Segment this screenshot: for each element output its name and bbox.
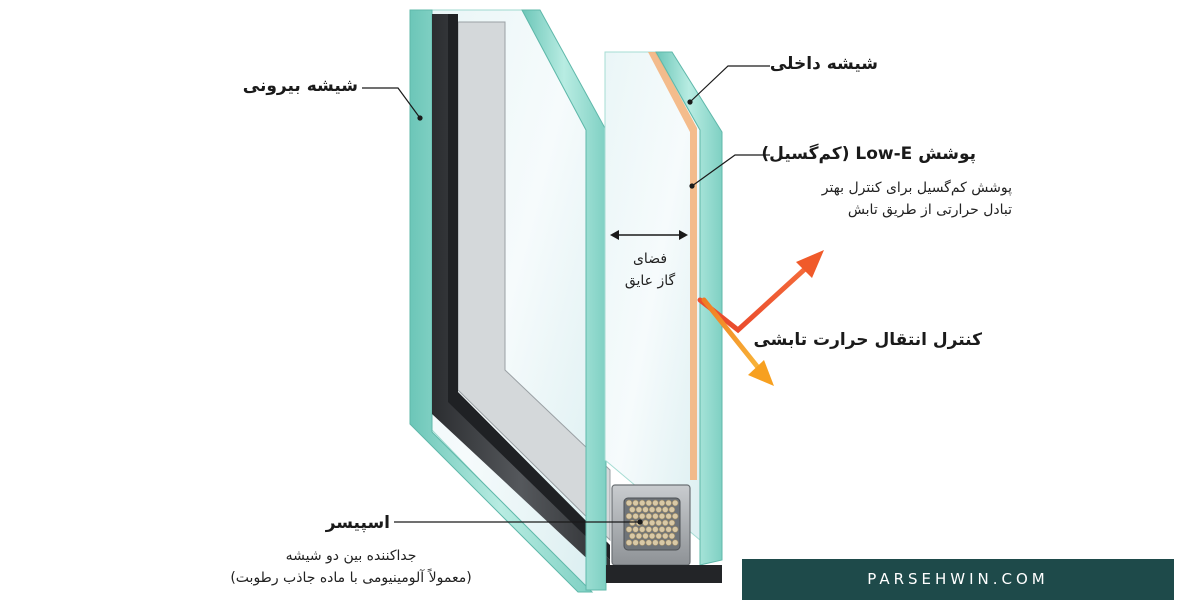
desiccant-bead <box>642 532 649 540</box>
desiccant-bead <box>671 512 679 520</box>
label-spacer-desc-1: جداکننده بین دو شیشه <box>285 548 417 564</box>
frame-seal-band <box>448 14 610 560</box>
desiccant-bead <box>629 519 636 526</box>
desiccant-bead <box>648 532 656 540</box>
desiccant-bead <box>665 499 672 507</box>
desiccant-bead <box>638 526 646 533</box>
label-lowe-title: پوشش Low-E (کم‌گسیل) <box>761 144 976 164</box>
desiccant-bead <box>629 532 636 540</box>
radiant-heat-arrows <box>697 250 824 386</box>
frame-profile <box>432 14 610 580</box>
footer-brand-bar: PARSEHWIN.COM <box>742 559 1174 600</box>
desiccant-bead <box>645 499 652 507</box>
callout-leaders <box>362 65 770 525</box>
desiccant-bead <box>658 539 666 546</box>
desiccant-bead <box>665 539 672 546</box>
desiccant-bead <box>645 539 652 546</box>
label-gas-gap-line-2: گاز عایق <box>624 273 676 289</box>
desiccant-bead <box>671 526 679 533</box>
desiccant-bead <box>662 506 669 513</box>
desiccant-bead <box>665 512 672 520</box>
leader-outer-glass <box>362 87 421 119</box>
desiccant-bead <box>652 526 659 533</box>
label-inner-glass: شیشه داخلی <box>769 54 878 74</box>
desiccant-bead <box>652 512 659 520</box>
desiccant-bead <box>668 532 676 540</box>
label-outer-glass: شیشه بیرونی <box>242 76 358 96</box>
desiccant-bead <box>655 506 662 513</box>
label-spacer-title: اسپیسر <box>325 513 390 533</box>
inner-glass-face <box>604 51 701 542</box>
leader-lowe <box>691 154 770 187</box>
label-lowe-desc-2: تبادل حرارتی از طریق تابش <box>847 202 1012 218</box>
desiccant-bead <box>635 506 643 513</box>
label-gas-gap-line-1: فضای <box>632 251 668 267</box>
leader-spacer-dot <box>637 519 643 525</box>
desiccant-bead <box>625 539 633 546</box>
desiccant-bead <box>625 512 633 520</box>
desiccant-bead <box>668 519 676 526</box>
desiccant-bead <box>625 526 633 533</box>
desiccant-bead <box>655 519 662 526</box>
inner-glass-edge <box>655 51 723 566</box>
desiccant-bead <box>668 506 676 513</box>
leader-lowe-dot <box>689 183 695 189</box>
desiccant-bead <box>648 506 656 513</box>
desiccant-bead <box>638 539 646 546</box>
desiccant-bead <box>671 539 679 546</box>
leader-outer-glass-dot <box>417 115 423 121</box>
desiccant-bead <box>662 532 669 540</box>
footer-site-url: PARSEHWIN.COM <box>867 570 1049 588</box>
desiccant-bead <box>658 499 666 507</box>
desiccant-bead <box>671 499 679 507</box>
desiccant-bead <box>652 499 659 507</box>
lowe-coating-stripe <box>648 52 697 480</box>
leader-inner-glass-dot <box>687 99 693 105</box>
desiccant-bead <box>658 512 666 520</box>
desiccant-bead <box>632 526 639 533</box>
desiccant-bead <box>629 506 636 513</box>
outer-glass-bevel <box>521 9 607 591</box>
desiccant-bead <box>632 539 639 546</box>
desiccant-bead <box>655 532 662 540</box>
desiccant-bead <box>665 526 672 533</box>
desiccant-bead <box>638 499 646 507</box>
desiccant-beads <box>625 499 679 546</box>
desiccant-bead <box>635 532 643 540</box>
label-spacer-desc-2: (معمولاً آلومینیومی با ماده جاذب رطوبت) <box>230 570 472 586</box>
desiccant-bead <box>645 526 652 533</box>
label-lowe-desc-1: پوشش کم‌گسیل برای کنترل بهتر <box>821 180 1012 196</box>
gas-gap-dimension <box>610 230 688 240</box>
desiccant-bead <box>662 519 669 526</box>
desiccant-bead <box>642 519 649 526</box>
desiccant-bead <box>632 499 639 507</box>
spacer-base-seal <box>606 565 722 583</box>
desiccant-bead <box>652 539 659 546</box>
desiccant-bead <box>625 499 633 507</box>
leader-inner-glass <box>689 65 770 103</box>
outer-glass-edge <box>409 9 594 593</box>
desiccant-bead <box>642 506 649 513</box>
desiccant-bead <box>648 519 656 526</box>
desiccant-bead <box>658 526 666 533</box>
desiccant-bead <box>632 512 639 520</box>
desiccant-bead <box>638 512 646 520</box>
label-radiant-control: کنترل انتقال حرارت تابشی <box>753 330 982 350</box>
desiccant-bead <box>645 512 652 520</box>
